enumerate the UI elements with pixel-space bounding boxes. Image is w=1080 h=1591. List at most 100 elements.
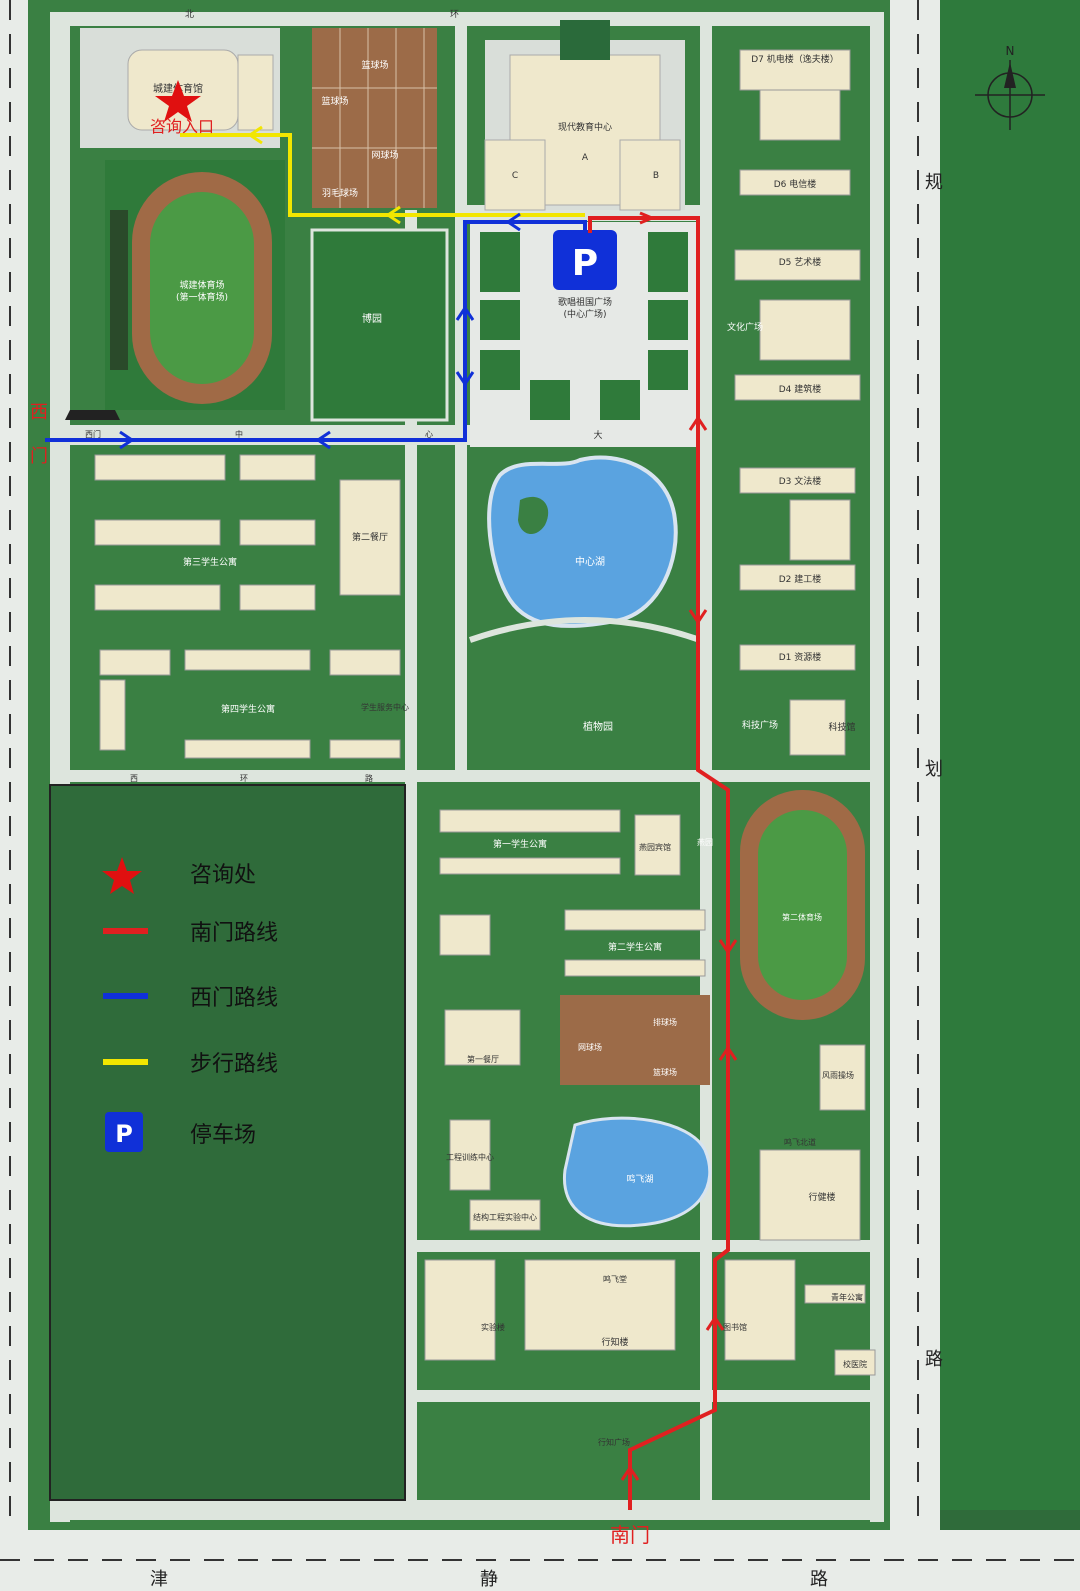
legend-walk-swatch: [103, 1059, 148, 1065]
legend-west-swatch: [103, 993, 148, 999]
d2-label: D2 建工楼: [779, 573, 822, 585]
guihua-road: [890, 0, 940, 1530]
d3-label: D3 文法楼: [779, 475, 822, 487]
east-buildings: [734, 49, 861, 756]
da-label: 大: [593, 429, 602, 441]
bo-yuan-label: 博园: [362, 312, 382, 325]
basketball2-label: 篮球场: [653, 1067, 677, 1077]
jinjing-road-label-2: 静: [480, 1569, 498, 1590]
north-road-label: 北: [185, 9, 194, 20]
volleyball-label: 排球场: [653, 1017, 677, 1027]
culture-plaza-label: 文化广场: [727, 321, 763, 333]
yan-yuan-label: 燕园: [697, 837, 713, 847]
eng-training-label: 工程训练中心: [446, 1152, 494, 1162]
legend-south-swatch: [103, 928, 148, 934]
edu-c-label: C: [512, 171, 518, 181]
legend-parking-icon: [105, 1112, 143, 1152]
tech-plaza-label: 科技广场: [742, 719, 778, 731]
tennis2-label: 网球场: [578, 1042, 602, 1052]
mingfei-lake-label: 鸣飞湖: [626, 1173, 653, 1185]
fengyu-label: 风雨操场: [822, 1070, 854, 1080]
stadium1-label: 城建体育场: [179, 279, 224, 291]
parking-marker: [553, 230, 617, 290]
west-gate-label-2: 门: [30, 446, 48, 467]
struct-lab-label: 结构工程实验中心: [473, 1212, 537, 1222]
clinic-label: 校医院: [843, 1359, 867, 1369]
lab-label: 实验楼: [481, 1322, 505, 1332]
compass-n-label: N: [1006, 44, 1015, 58]
jinjing-road-label-1: 津: [150, 1569, 168, 1590]
south-gate-label: 南门: [610, 1523, 650, 1547]
bo-yuan-park: [310, 228, 449, 422]
east-green: [940, 0, 1080, 1510]
d7-label: D7 机电楼（逸夫楼）: [751, 53, 839, 65]
south-courts: [560, 995, 710, 1085]
legend-parking: 停车场: [190, 1123, 256, 1148]
stadium1-field: [150, 192, 254, 384]
west-route: [45, 220, 587, 442]
center-road-label-2: 心: [425, 430, 433, 439]
west-gate-road-label: 西门: [85, 429, 101, 439]
stadium2-field: [758, 810, 847, 1000]
legend-west: 西门路线: [190, 986, 278, 1011]
guihua-road-label-3: 路: [925, 1349, 943, 1370]
library-label: 图书馆: [723, 1322, 747, 1332]
edu-b-label: B: [653, 171, 659, 181]
consult-entrance-label: 咨询入口: [150, 117, 214, 136]
center-road-label-1: 中: [235, 429, 243, 439]
tennis-label: 网球场: [371, 149, 398, 161]
canteen1-label: 第一餐厅: [467, 1054, 499, 1064]
d6-label: D6 电信楼: [774, 178, 817, 190]
modern-edu-label: 现代教育中心: [558, 121, 612, 133]
parking-marker-label: P: [572, 243, 598, 284]
walk-route: [180, 133, 585, 217]
legend-walk: 步行路线: [190, 1052, 278, 1077]
badminton-label: 羽毛球场: [322, 187, 358, 199]
north-ring-label: 环: [450, 9, 459, 20]
mingfei-hall-label: 鸣飞堂: [603, 1274, 627, 1284]
youth-dorm-label: 青年公寓: [831, 1292, 863, 1302]
mingfei-road-label: 鸣飞北道: [784, 1137, 816, 1147]
hotel-label: 燕园宾馆: [639, 842, 671, 852]
student-service-label: 学生服务中心: [361, 702, 409, 712]
jinjing-road-label-3: 路: [810, 1569, 828, 1590]
botanic-label: 植物园: [583, 720, 613, 733]
plaza-label: 歌唱祖国广场: [558, 296, 612, 308]
west-ring-label-2: 环: [240, 774, 248, 783]
xingzhi-label: 行知楼: [601, 1336, 628, 1348]
legend: 咨询处 南门路线 西门路线 步行路线 P 停车场: [102, 857, 278, 1152]
tech-museum-label: 科技馆: [828, 721, 855, 733]
edu-a-label: A: [582, 153, 589, 163]
west-ring-label-3: 路: [365, 773, 373, 783]
south-route: [588, 216, 730, 1510]
d4-label: D4 建筑楼: [779, 383, 822, 395]
compass: N: [975, 44, 1045, 130]
guihua-road-label-2: 划: [925, 759, 943, 780]
d1-label: D1 资源楼: [779, 651, 822, 663]
legend-consult: 咨询处: [190, 863, 256, 888]
dorm1-label: 第一学生公寓: [493, 838, 547, 850]
central-lake-label: 中心湖: [575, 555, 605, 568]
xingzhi-square-label: 行知广场: [598, 1437, 630, 1447]
legend-parking-symbol: P: [115, 1120, 133, 1148]
stadium1-sub-label: (第一体育场): [176, 291, 228, 303]
basketball-label: 篮球场: [361, 59, 388, 71]
south-buildings: [424, 809, 876, 1376]
west-outer-road: [0, 0, 28, 1530]
plaza-sub-label: (中心广场): [563, 308, 606, 320]
west-gate-label-1: 西: [30, 402, 48, 423]
legend-star-icon: [102, 857, 142, 894]
xingjian-label: 行健楼: [808, 1191, 835, 1203]
legend-south: 南门路线: [190, 921, 278, 946]
west-dorms: [94, 454, 401, 759]
dorm2-label: 第二学生公寓: [608, 941, 662, 953]
canteen2-label: 第二餐厅: [352, 531, 388, 543]
tennis-label-n: 篮球场: [321, 95, 348, 107]
north-courts: [312, 28, 437, 208]
d5-label: D5 艺术楼: [779, 256, 822, 268]
west-ring-label-1: 西: [130, 774, 138, 783]
central-lake: [487, 455, 678, 628]
dorm4-label: 第四学生公寓: [221, 703, 275, 715]
